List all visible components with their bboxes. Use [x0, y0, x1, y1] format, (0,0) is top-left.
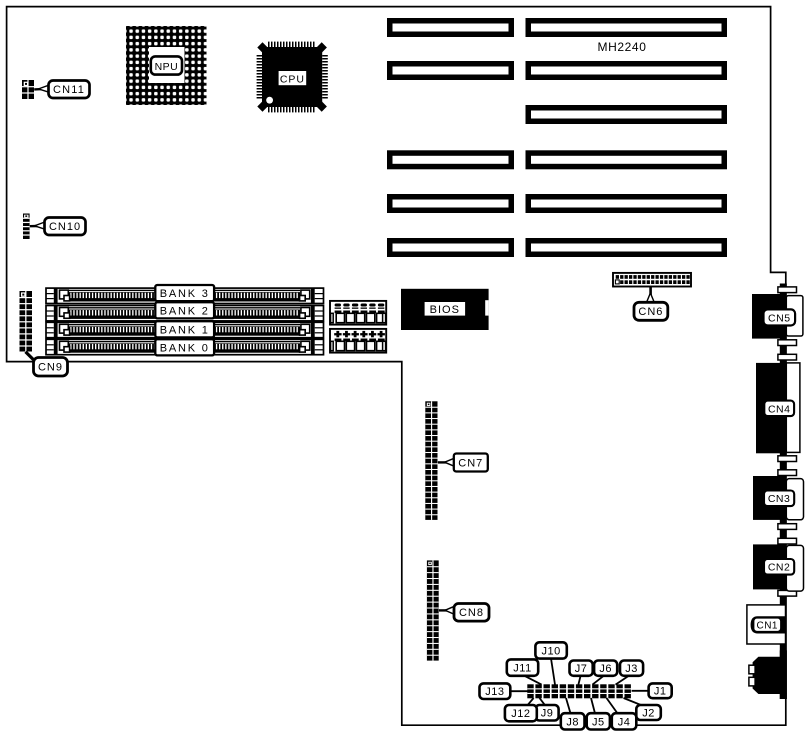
svg-text:J13: J13	[485, 686, 504, 698]
svg-text:J12: J12	[511, 708, 530, 720]
svg-text:J6: J6	[599, 663, 612, 675]
svg-text:CN7: CN7	[458, 457, 483, 469]
svg-text:J10: J10	[541, 645, 560, 657]
svg-text:MH2240: MH2240	[598, 40, 647, 54]
svg-text:J8: J8	[566, 716, 579, 728]
svg-text:J4: J4	[618, 716, 631, 728]
svg-text:J1: J1	[654, 686, 667, 698]
svg-text:CN3: CN3	[768, 493, 791, 505]
svg-text:CN9: CN9	[38, 362, 63, 374]
svg-text:BANK 1: BANK 1	[160, 324, 210, 336]
svg-text:CN2: CN2	[768, 562, 791, 574]
svg-text:BANK 2: BANK 2	[160, 305, 210, 317]
svg-text:CN8: CN8	[459, 607, 484, 619]
svg-text:CPU: CPU	[280, 74, 305, 86]
svg-text:BANK 3: BANK 3	[160, 288, 210, 300]
svg-text:J11: J11	[513, 663, 531, 675]
svg-text:CN6: CN6	[638, 306, 663, 318]
svg-text:J2: J2	[642, 707, 655, 719]
svg-text:CN10: CN10	[49, 221, 81, 233]
svg-text:J5: J5	[592, 716, 605, 728]
svg-text:BANK 0: BANK 0	[160, 342, 210, 354]
svg-text:CN5: CN5	[768, 312, 791, 324]
svg-text:CN11: CN11	[53, 84, 85, 96]
svg-text:NPU: NPU	[155, 61, 179, 73]
svg-text:CN1: CN1	[756, 621, 778, 632]
svg-text:J7: J7	[575, 663, 588, 675]
svg-text:J3: J3	[625, 663, 638, 675]
svg-text:J9: J9	[541, 708, 554, 720]
svg-text:CN4: CN4	[768, 403, 791, 415]
svg-text:BIOS: BIOS	[430, 304, 460, 316]
